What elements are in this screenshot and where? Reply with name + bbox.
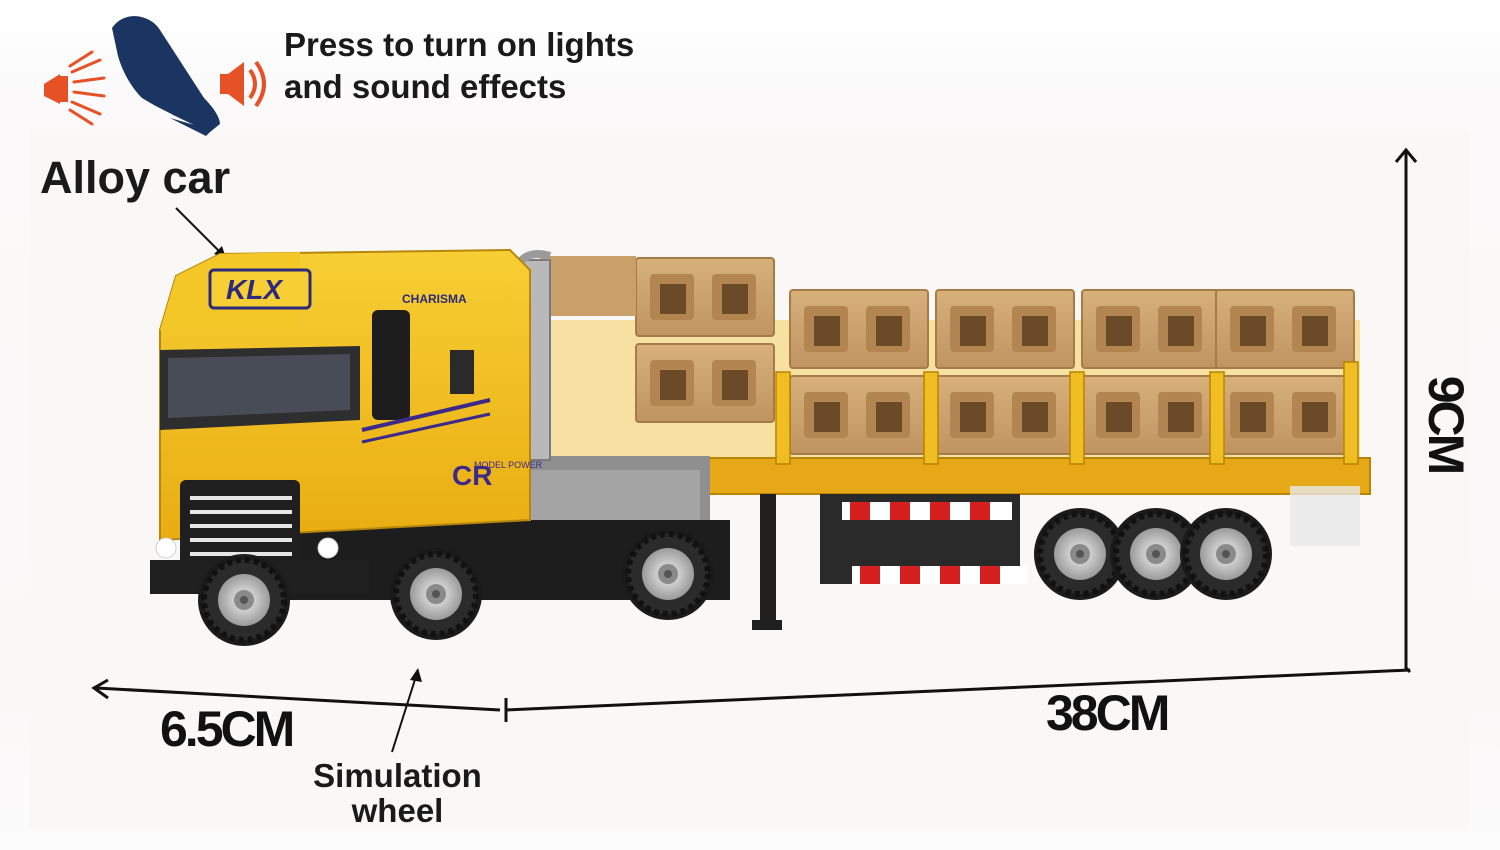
wheel-label-line1: Simulation: [313, 757, 482, 794]
wheel-label-line2: wheel: [351, 792, 444, 829]
dimension-lines: [91, 147, 1418, 722]
door-logo: CR: [452, 460, 493, 491]
length-dimension-label: 38CM: [1046, 685, 1170, 741]
grille-logo: KLX: [226, 274, 282, 305]
alloy-car-label: Alloy car: [40, 152, 231, 203]
speaker-icon: [220, 60, 266, 108]
light-icon: [44, 50, 106, 126]
door-tagline: MODEL POWER: [474, 460, 543, 470]
press-text-line1: Press to turn on lights: [284, 26, 635, 63]
height-dimension-label: 9CM: [1418, 375, 1474, 473]
cab-badge: CHARISMA: [402, 292, 467, 306]
press-instruction-text: Press to turn on lights and sound effect…: [284, 24, 634, 108]
cargo-crates: [540, 256, 1355, 455]
simulation-wheel-label: Simulation wheel: [290, 758, 505, 828]
hand-press-icon: [112, 16, 220, 136]
width-dimension-label: 6.5CM: [160, 701, 295, 757]
press-text-line2: and sound effects: [284, 68, 567, 105]
